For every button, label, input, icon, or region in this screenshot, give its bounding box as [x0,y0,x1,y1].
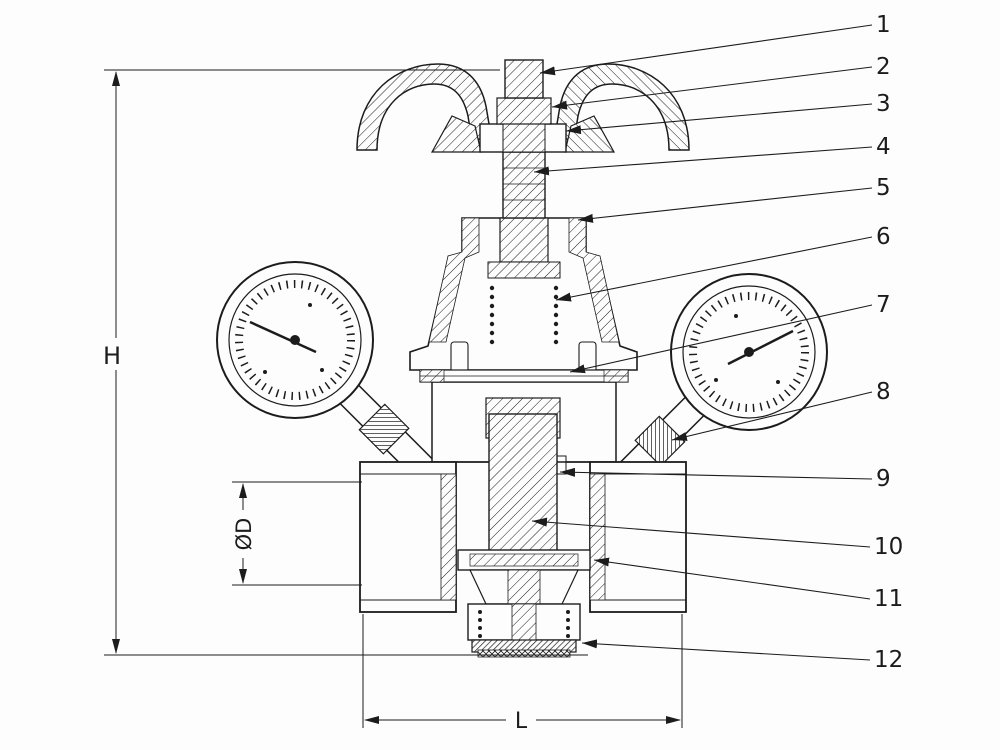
callout-label-3: 3 [876,91,891,117]
callout-label-2: 2 [876,54,891,80]
leader-12 [581,639,871,661]
callout-label-11: 11 [874,586,903,612]
callout-labels: 1 2 3 4 5 6 7 8 9 10 11 12 [874,12,903,673]
callout-label-9: 9 [876,466,891,492]
valve-stem [502,151,546,219]
dimension-h-label: H [103,342,121,370]
handwheel-left-rim [356,63,492,151]
leader-8 [671,391,873,441]
left-pressure-gauge [216,261,374,419]
left-gauge-scale-ticks [235,280,355,400]
leader-1 [539,24,873,76]
callout-label-8: 8 [876,379,891,405]
bottom-spring-coils [478,610,570,638]
callout-label-1: 1 [876,12,891,38]
dimension-d-label: ØD [232,518,256,551]
handwheel [356,59,690,153]
right-flange-block [589,461,687,613]
flange-bolt-left [450,341,469,373]
callout-label-12: 12 [874,647,903,673]
valve-spindle-section [488,413,558,555]
callout-label-7: 7 [876,292,891,318]
main-spring-coils [489,285,559,345]
callout-label-4: 4 [876,134,891,160]
right-pressure-gauge [670,273,828,431]
leader-3 [565,103,873,135]
leader-7 [569,304,873,374]
left-coupling-nut [358,403,410,455]
spring-bonnet [409,217,638,371]
callout-label-10: 10 [874,534,903,560]
handwheel-left-arm [430,115,482,153]
adjusting-screw-section [499,217,549,263]
left-flange-block [359,461,457,613]
handwheel-right-rim [554,63,690,151]
right-gauge-scale-ticks [689,292,809,412]
bottom-spring-cap [467,603,581,658]
valve-main-body [359,413,687,613]
dimension-d: ØD [228,481,362,586]
callout-leader-lines [531,24,873,661]
right-coupling-nut [634,415,686,467]
callout-label-6: 6 [876,224,891,250]
leader-6 [555,236,873,302]
leader-9 [559,467,873,480]
knurled-edge [477,649,571,658]
leader-5 [577,187,873,223]
dimension-h: H [100,69,588,656]
left-gauge-needle [249,320,317,354]
leader-2 [551,66,873,110]
top-cap [504,59,544,99]
dimension-l-label: L [515,709,528,734]
callout-label-5: 5 [876,175,891,201]
spring-plate [487,261,561,279]
flange-bolt-right [578,341,597,373]
adjusting-nut [496,97,552,125]
leader-11 [593,557,871,600]
leader-10 [531,517,871,548]
right-gauge-needle [727,329,794,366]
dimension-l: L [362,614,683,734]
leader-4 [533,146,873,176]
